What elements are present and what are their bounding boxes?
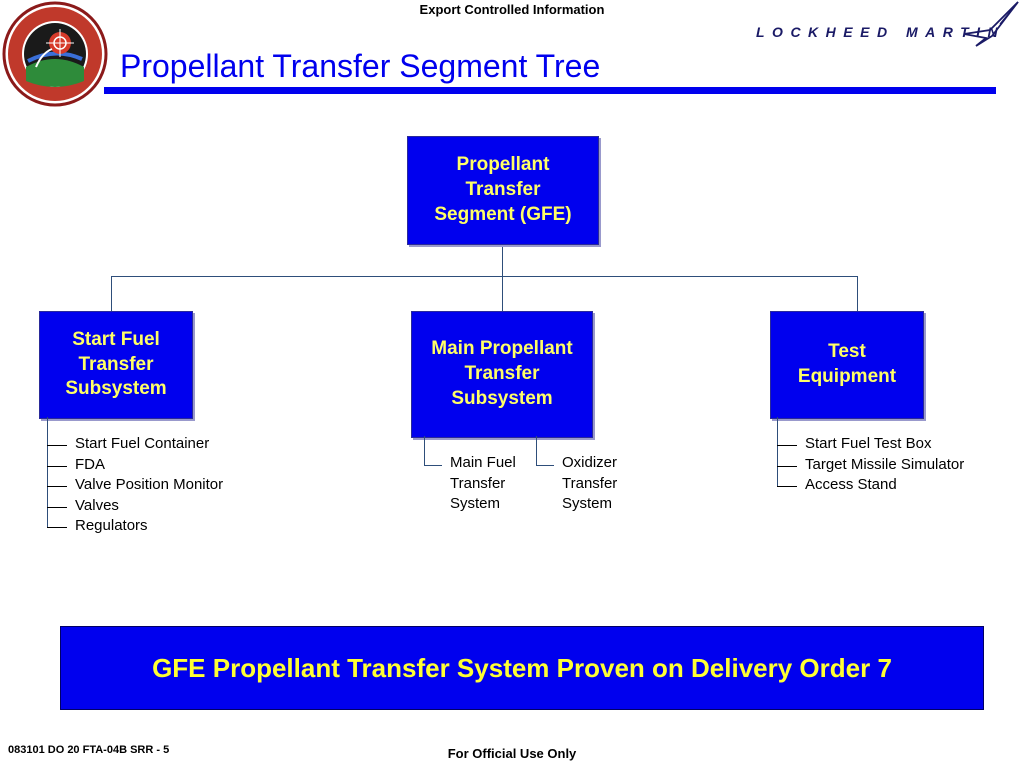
- connector-horizontal: [111, 276, 858, 277]
- page-title: Propellant Transfer Segment Tree: [120, 48, 601, 84]
- summary-banner: GFE Propellant Transfer System Proven on…: [60, 626, 984, 710]
- connector-start-fuel-items: [47, 417, 48, 527]
- title-underline: [104, 87, 996, 94]
- document-id: 083101 DO 20 FTA-04B SRR - 5: [8, 744, 170, 756]
- list-item: Valves: [47, 496, 223, 517]
- subitem-main-fuel-transfer-system: Main Fuel Transfer System: [450, 453, 540, 515]
- subitem-line: System: [562, 495, 613, 512]
- node-main-propellant-transfer-subsystem: Main Propellant Transfer Subsystem: [411, 311, 593, 438]
- missile-defense-agency-logo: [2, 1, 108, 107]
- subitem-line: Transfer: [562, 474, 618, 492]
- connector-oxidizer-tick: [536, 465, 554, 466]
- subitem-oxidizer-transfer-system: Oxidizer Transfer System: [562, 453, 652, 515]
- subitem-line: Transfer: [450, 474, 506, 492]
- subitem-line: Oxidizer: [562, 454, 618, 471]
- node-label-line: Start Fuel: [72, 328, 160, 350]
- node-label-line: Main Propellant: [431, 338, 573, 360]
- test-equipment-items-list: Start Fuel Test Box Target Missile Simul…: [777, 434, 964, 496]
- connector-oxidizer: [536, 436, 537, 466]
- list-item: Start Fuel Container: [47, 434, 223, 455]
- start-fuel-items-list: Start Fuel Container FDA Valve Position …: [47, 434, 223, 537]
- node-label-line: Subsystem: [65, 378, 167, 400]
- connector-root-down: [502, 243, 503, 311]
- connector-test-items: [777, 417, 778, 487]
- classification-header: Export Controlled Information: [419, 2, 605, 17]
- node-label-line: Transfer: [464, 363, 540, 385]
- footer-marking: For Official Use Only: [447, 746, 577, 761]
- lockheed-martin-star-icon: [960, 0, 1020, 48]
- list-item: Access Stand: [777, 475, 964, 496]
- node-label-line: Test: [828, 341, 866, 363]
- node-start-fuel-transfer-subsystem: Start Fuel Transfer Subsystem: [39, 311, 193, 419]
- node-label-line: Propellant: [456, 154, 550, 176]
- list-item: Regulators: [47, 516, 223, 537]
- node-label-line: Transfer: [465, 179, 541, 201]
- root-node-propellant-transfer-segment: Propellant Transfer Segment (GFE): [407, 136, 599, 245]
- node-label-line: Transfer: [78, 353, 154, 375]
- connector-main-fuel-tick: [424, 465, 442, 466]
- connector-right-down: [857, 276, 858, 311]
- list-item: Start Fuel Test Box: [777, 434, 964, 455]
- list-item: Valve Position Monitor: [47, 475, 223, 496]
- node-label-line: Subsystem: [451, 387, 553, 409]
- node-label-line: Equipment: [797, 366, 897, 387]
- lockheed-martin-wordmark: LOCKHEED MARTIN: [756, 24, 1006, 40]
- list-item: Target Missile Simulator: [777, 455, 964, 476]
- subitem-line: System: [450, 495, 501, 512]
- subitem-line: Main Fuel: [450, 454, 516, 471]
- node-test-equipment: Test Equipment: [770, 311, 924, 419]
- node-label-line: Segment (GFE): [434, 203, 572, 225]
- connector-main-fuel: [424, 436, 425, 466]
- connector-left-down: [111, 276, 112, 311]
- list-item: FDA: [47, 455, 223, 476]
